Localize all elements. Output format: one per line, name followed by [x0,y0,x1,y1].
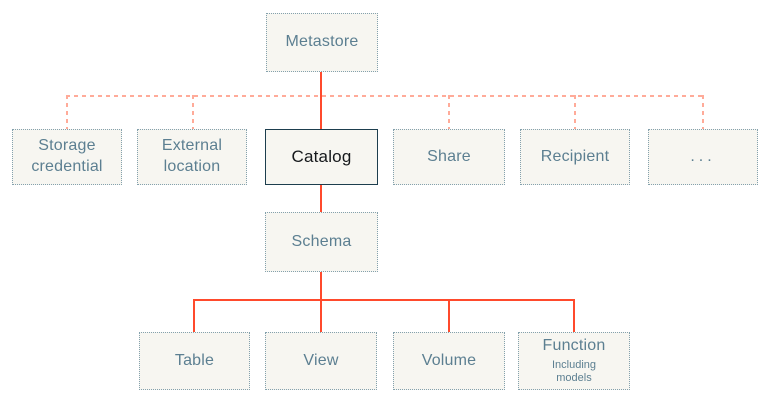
connector-drop-volume-line [448,299,450,333]
connector-drop-view-line [320,299,322,333]
node-external-location: External location [137,129,247,185]
node-ellipsis-label: ... [690,147,716,165]
node-view-label: View [303,351,339,369]
node-catalog: Catalog [265,129,378,185]
connector-schema-bus-line [320,272,322,301]
connector-metastore-catalog-line [320,72,322,130]
node-share: Share [393,129,505,185]
node-schema-label: Schema [291,232,352,250]
node-view: View [265,332,377,390]
node-function-sublabel: Including models [551,358,597,385]
node-schema: Schema [265,212,378,272]
node-table-label: Table [174,351,215,369]
node-function: Function Including models [518,332,630,390]
node-external-location-label: External location [161,137,223,175]
connector-drop-recipient-line [574,95,576,129]
node-catalog-label: Catalog [291,146,352,166]
node-recipient-label: Recipient [540,147,610,165]
node-metastore-label: Metastore [285,33,359,51]
connector-drop-ellipsis-line [702,95,704,129]
node-volume: Volume [393,332,505,390]
connector-dashed-bus-line [66,95,704,97]
node-volume-label: Volume [421,351,477,369]
connector-solid-bus-line [193,299,575,301]
node-ellipsis: ... [648,129,758,185]
node-table: Table [139,332,250,390]
connector-drop-storage-credential-line [66,95,68,129]
node-storage-credential: Storage credential [12,129,122,185]
connector-drop-external-location-line [192,95,194,129]
connector-drop-table-line [193,299,195,333]
node-share-label: Share [427,147,471,165]
node-function-label: Function [542,336,606,354]
connector-drop-share-line [448,95,450,129]
node-storage-credential-label: Storage credential [31,137,103,175]
node-metastore: Metastore [266,13,378,72]
node-recipient: Recipient [520,129,630,185]
connector-drop-function-line [573,299,575,333]
connector-catalog-schema-line [320,185,322,213]
